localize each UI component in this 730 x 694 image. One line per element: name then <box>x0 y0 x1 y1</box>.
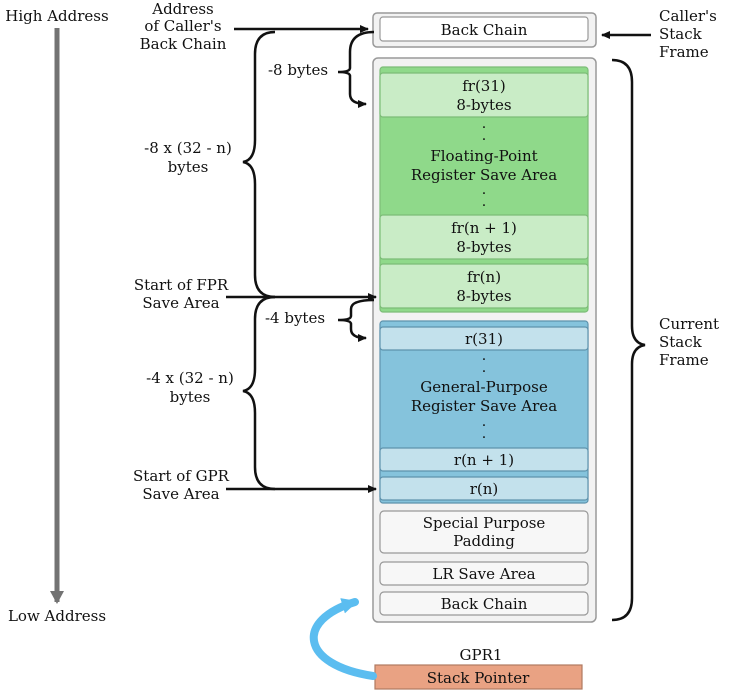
start-gpr-line1: Start of GPR <box>133 467 230 485</box>
back-chain-label: Back Chain <box>441 595 528 613</box>
fpr-area-title-line1: Floating-Point <box>430 147 537 165</box>
stack-pointer-label: Stack Pointer <box>427 669 530 687</box>
minus-4-bytes-brace <box>337 298 375 342</box>
caller-back-chain-address-line2: of Caller's <box>144 17 221 35</box>
minus-8-bytes-brace <box>337 30 375 108</box>
fpr-slot-top-size: 8-bytes <box>456 96 511 114</box>
gpr-slot-top-label: r(31) <box>465 330 503 348</box>
gpr-slot-middle <box>379 447 589 472</box>
gpr-size-line2: bytes <box>170 388 211 406</box>
caller-stack-frame: Back Chain <box>372 12 597 48</box>
fpr-size-line2: bytes <box>168 158 209 176</box>
gpr-dots-lower-1: . <box>482 414 486 430</box>
gpr-size-line1: -4 x (32 - n) <box>146 369 234 387</box>
fpr-slot-middle-name: fr(n + 1) <box>451 219 517 237</box>
fpr-dots-upper-2: . <box>482 128 486 144</box>
left-annotations: Address of Caller's Back Chain -8 bytes … <box>133 0 377 503</box>
gpr-save-area: r(31) . . General-Purpose Register Save … <box>379 320 589 504</box>
minus-4-bytes-label: -4 bytes <box>265 309 325 327</box>
caller-back-chain-address-line1: Address <box>151 0 213 18</box>
caller-back-chain-label: Back Chain <box>441 21 528 39</box>
fpr-slot-middle <box>379 214 589 260</box>
gpr-dots-upper-2: . <box>482 360 486 376</box>
caller-frame-line2: Stack <box>659 25 703 43</box>
gpr-slot-bottom <box>379 476 589 501</box>
fpr-dots-upper-1: . <box>482 116 486 132</box>
fpr-save-area: fr(31) 8-bytes . . Floating-Point Regist… <box>379 66 589 313</box>
minus-8-bytes-label: -8 bytes <box>268 61 328 79</box>
padding-label-line2: Padding <box>453 532 515 550</box>
gpr-area-title-line2: Register Save Area <box>411 397 557 415</box>
right-annotations: Caller's Stack Frame Current Stack Frame <box>601 7 719 622</box>
caller-back-chain-address-line3: Back Chain <box>140 35 227 53</box>
start-fpr-line2: Save Area <box>142 294 219 312</box>
gpr-dots-lower-2: . <box>482 426 486 442</box>
fpr-size-brace <box>242 30 276 299</box>
caller-frame-line3: Frame <box>659 43 709 61</box>
fpr-slot-top <box>379 72 589 118</box>
padding-label-line1: Special Purpose <box>423 514 546 532</box>
start-gpr-line2: Save Area <box>142 485 219 503</box>
gpr-dots-upper-1: . <box>482 348 486 364</box>
gpr1-label: GPR1 <box>460 646 503 664</box>
stack-pointer-register: GPR1 Stack Pointer <box>309 598 583 690</box>
current-frame-line3: Frame <box>659 351 709 369</box>
lr-save-box <box>379 561 589 586</box>
fpr-slot-middle-size: 8-bytes <box>456 238 511 256</box>
gpr-slot-top <box>379 326 589 351</box>
gpr-size-brace <box>242 295 276 491</box>
gpr-area-title-line1: General-Purpose <box>420 378 548 396</box>
high-address-label: High Address <box>5 7 108 25</box>
lower-frame-boxes: Special Purpose Padding LR Save Area Bac… <box>379 510 589 616</box>
address-axis: High Address Low Address <box>5 7 108 625</box>
fpr-area-title-line2: Register Save Area <box>411 166 557 184</box>
caller-frame-line1: Caller's <box>659 7 717 25</box>
fpr-dots-lower-2: . <box>482 194 486 210</box>
gpr-slot-middle-label: r(n + 1) <box>454 451 514 469</box>
low-address-label: Low Address <box>8 607 106 625</box>
back-chain-box <box>379 591 589 616</box>
padding-box <box>379 510 589 554</box>
fpr-size-line1: -8 x (32 - n) <box>144 139 232 157</box>
fpr-slot-bottom <box>379 263 589 309</box>
stack-pointer-box <box>374 664 583 690</box>
current-frame-brace <box>611 58 646 622</box>
lr-save-label: LR Save Area <box>432 565 535 583</box>
fpr-dots-lower-1: . <box>482 182 486 198</box>
gpr-slot-bottom-label: r(n) <box>470 480 499 498</box>
current-frame-line2: Stack <box>659 333 703 351</box>
stack-pointer-arrow <box>309 598 377 680</box>
current-frame-line1: Current <box>659 315 719 333</box>
fpr-slot-bottom-size: 8-bytes <box>456 287 511 305</box>
fpr-slot-bottom-name: fr(n) <box>467 268 501 286</box>
fpr-slot-top-name: fr(31) <box>462 77 506 95</box>
caller-back-chain-box <box>379 16 589 42</box>
start-fpr-line1: Start of FPR <box>134 276 229 294</box>
